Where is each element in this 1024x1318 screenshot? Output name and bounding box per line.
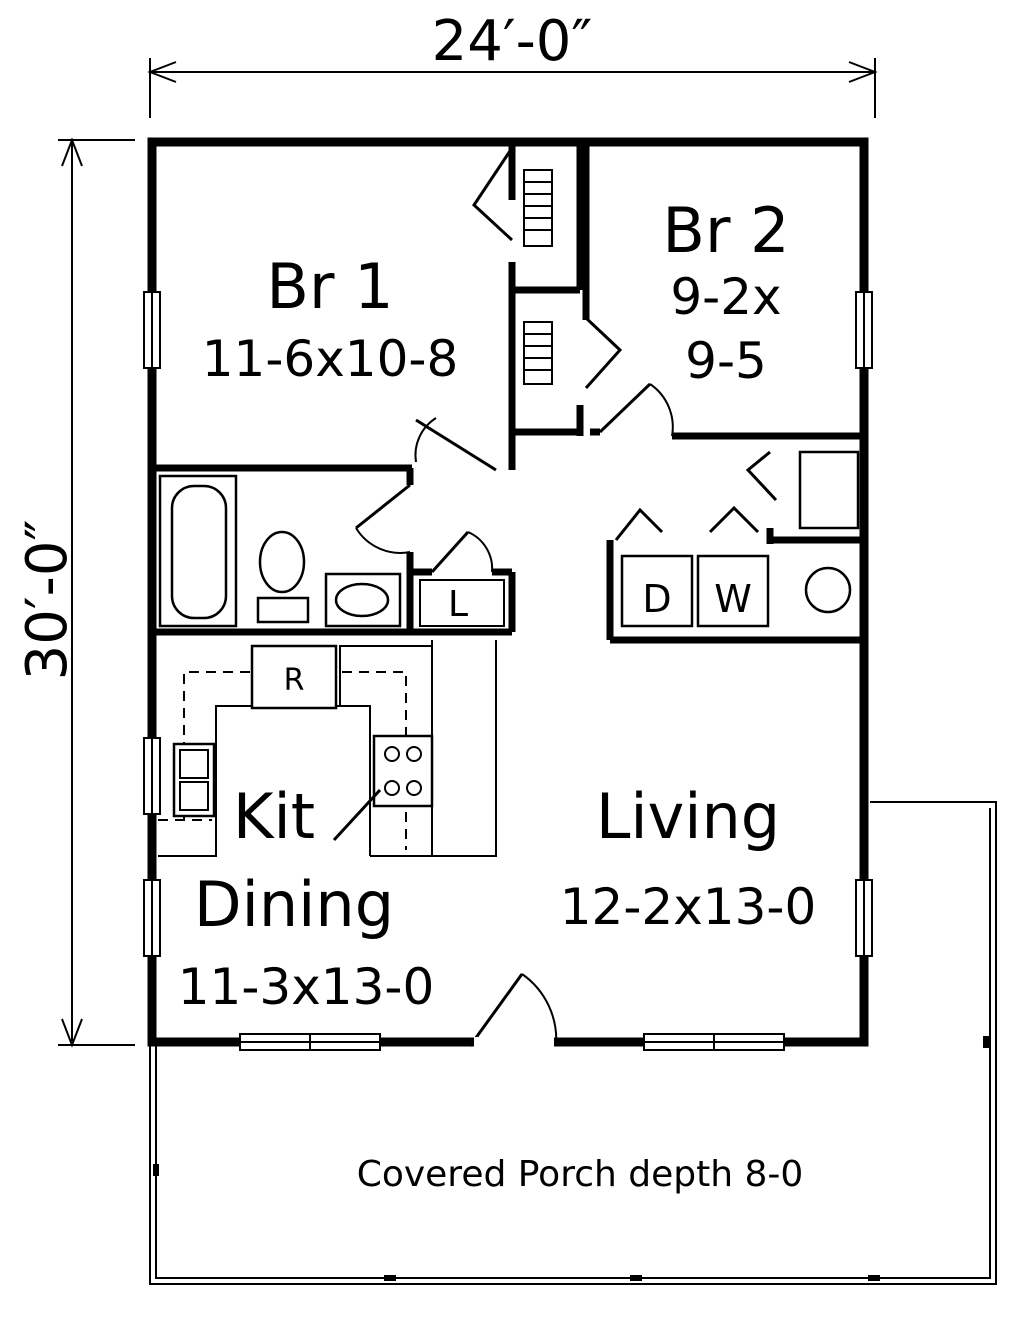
depth-dimension: 30′-0″ xyxy=(15,520,80,681)
refrigerator xyxy=(250,644,338,710)
br2-name: Br 2 xyxy=(662,194,789,267)
living-name: Living xyxy=(596,780,780,853)
bathtub xyxy=(158,474,238,628)
dryer-label: D xyxy=(642,577,671,621)
dining-size: 11-3x13-0 xyxy=(178,958,435,1016)
kitchen-sink xyxy=(172,742,216,818)
washer xyxy=(696,554,770,628)
width-dimension-line xyxy=(147,58,878,118)
range-cooktop xyxy=(372,734,434,808)
br1-name: Br 1 xyxy=(266,250,393,323)
br1-size: 11-6x10-8 xyxy=(202,330,459,388)
windows xyxy=(143,291,873,1051)
interior-walls xyxy=(152,142,864,644)
covered-porch xyxy=(149,801,997,1285)
porch-label: Covered Porch depth 8-0 xyxy=(357,1154,804,1195)
dining-name: Dining xyxy=(194,868,394,941)
doors xyxy=(355,147,778,1047)
toilet xyxy=(256,530,310,624)
vanity-sink xyxy=(324,572,402,628)
water-heater xyxy=(798,450,860,530)
kitchen-name: Kit xyxy=(233,780,315,853)
living-size: 12-2x13-0 xyxy=(560,878,817,936)
br2-size-line1: 9-2x xyxy=(670,268,781,326)
width-dimension: 24′-0″ xyxy=(432,9,593,74)
br2-size-line2: 9-5 xyxy=(685,332,767,390)
laundry-sink xyxy=(804,566,852,614)
refrigerator-label: R xyxy=(284,663,305,698)
linen-closet xyxy=(419,579,505,627)
dryer xyxy=(620,554,694,628)
washer-label: W xyxy=(714,577,752,621)
closet-shelving xyxy=(523,169,553,385)
kitchen-label-leader xyxy=(332,788,382,842)
linen-closet-label: L xyxy=(448,584,468,625)
depth-dimension-line xyxy=(58,137,135,1048)
